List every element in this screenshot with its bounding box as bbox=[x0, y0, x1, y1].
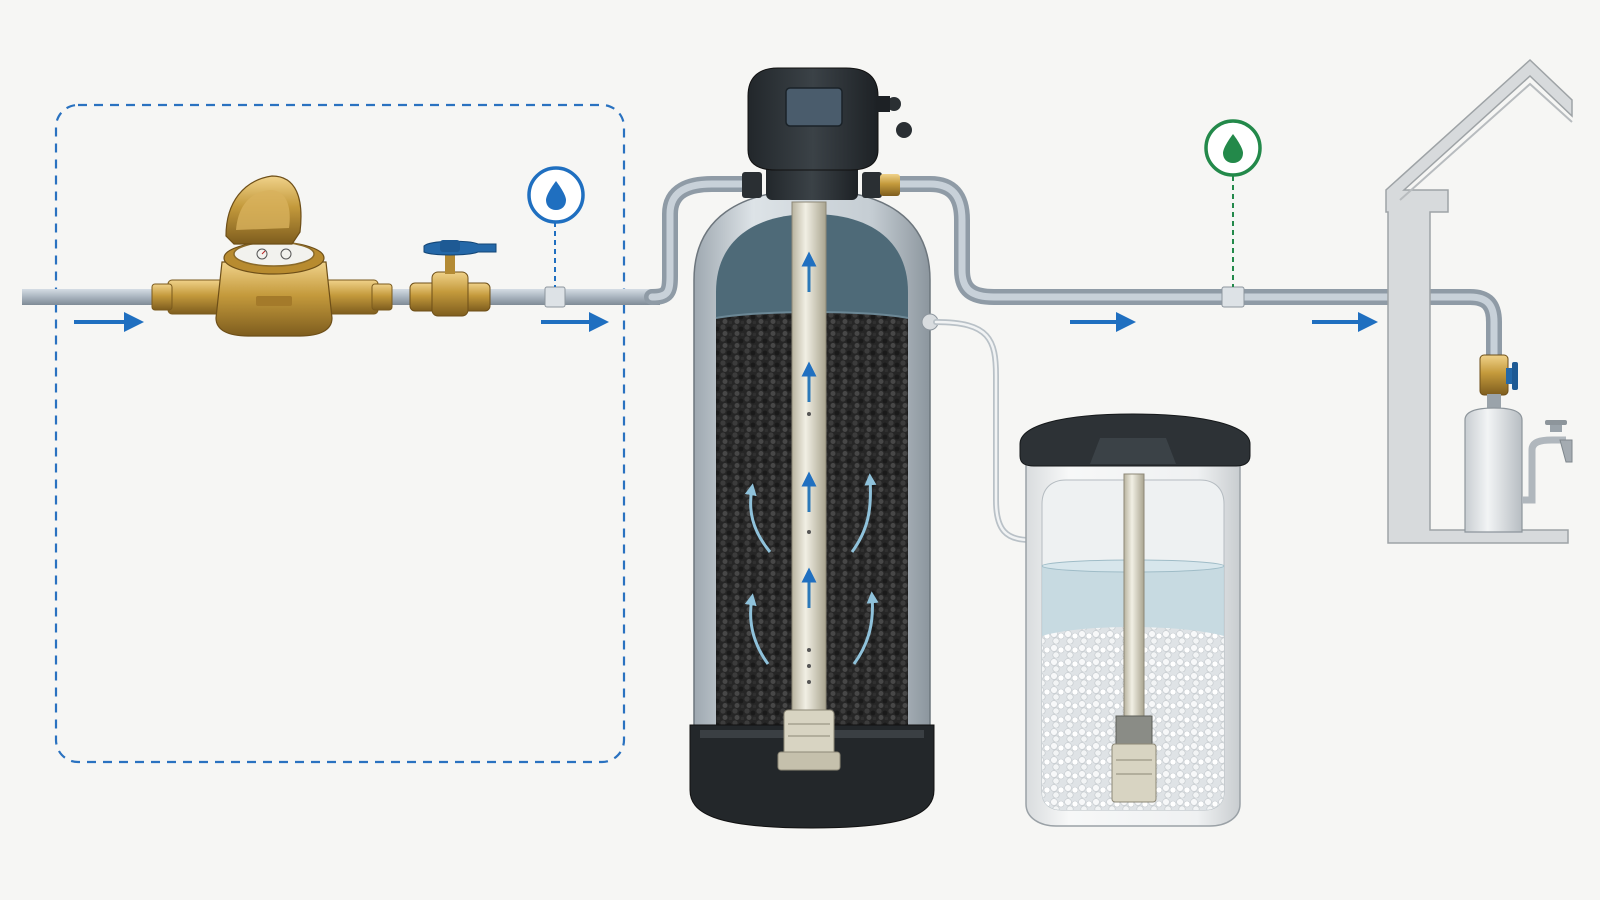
water-drop-icon bbox=[546, 181, 566, 210]
outlet-pipe bbox=[882, 176, 1502, 363]
brine-line bbox=[921, 313, 1033, 543]
softener-control-valve bbox=[742, 67, 912, 200]
water-heater bbox=[1464, 394, 1523, 533]
resin-tank bbox=[689, 189, 935, 829]
arrow-up-icon bbox=[744, 483, 772, 553]
arrow-up-icon bbox=[744, 593, 770, 665]
water-meter bbox=[151, 175, 393, 337]
shutoff-valve bbox=[409, 240, 497, 317]
arrow-up-icon bbox=[850, 473, 877, 553]
inlet-test-point bbox=[527, 166, 585, 308]
house-shutoff-valve bbox=[1479, 354, 1518, 396]
faucet bbox=[1522, 420, 1573, 504]
control-display bbox=[785, 87, 843, 127]
supply-zone-boundary bbox=[54, 103, 626, 764]
brine-tank bbox=[1019, 413, 1251, 827]
outlet-test-point bbox=[1204, 119, 1262, 308]
arrow-up-icon bbox=[852, 591, 879, 665]
water-drop-icon bbox=[1223, 134, 1243, 163]
